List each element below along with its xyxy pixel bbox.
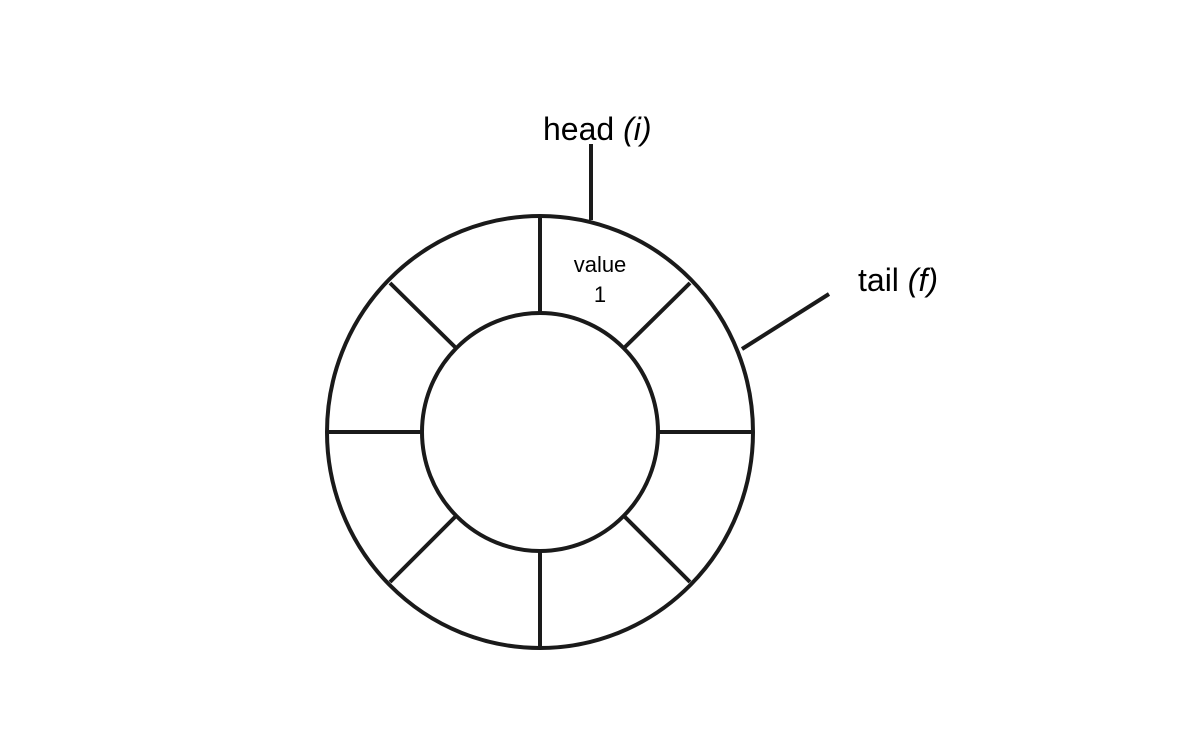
cell-0-line1: value xyxy=(574,252,627,277)
divider-bottom-right xyxy=(622,514,692,584)
inner-ring xyxy=(420,311,660,553)
cell-0-line2: 1 xyxy=(594,282,606,307)
head-label-name: head xyxy=(543,111,614,147)
head-label: head (i) xyxy=(543,111,652,147)
divider-top-right xyxy=(622,281,692,350)
divider-bottom-left xyxy=(388,514,458,584)
tail-label-variable: (f) xyxy=(908,262,938,298)
tail-label-name: tail xyxy=(858,262,899,298)
head-label-variable: (i) xyxy=(623,111,651,147)
tail-label: tail (f) xyxy=(858,262,938,298)
divider-top-left xyxy=(388,281,458,350)
tail-pointer-line xyxy=(740,292,831,351)
